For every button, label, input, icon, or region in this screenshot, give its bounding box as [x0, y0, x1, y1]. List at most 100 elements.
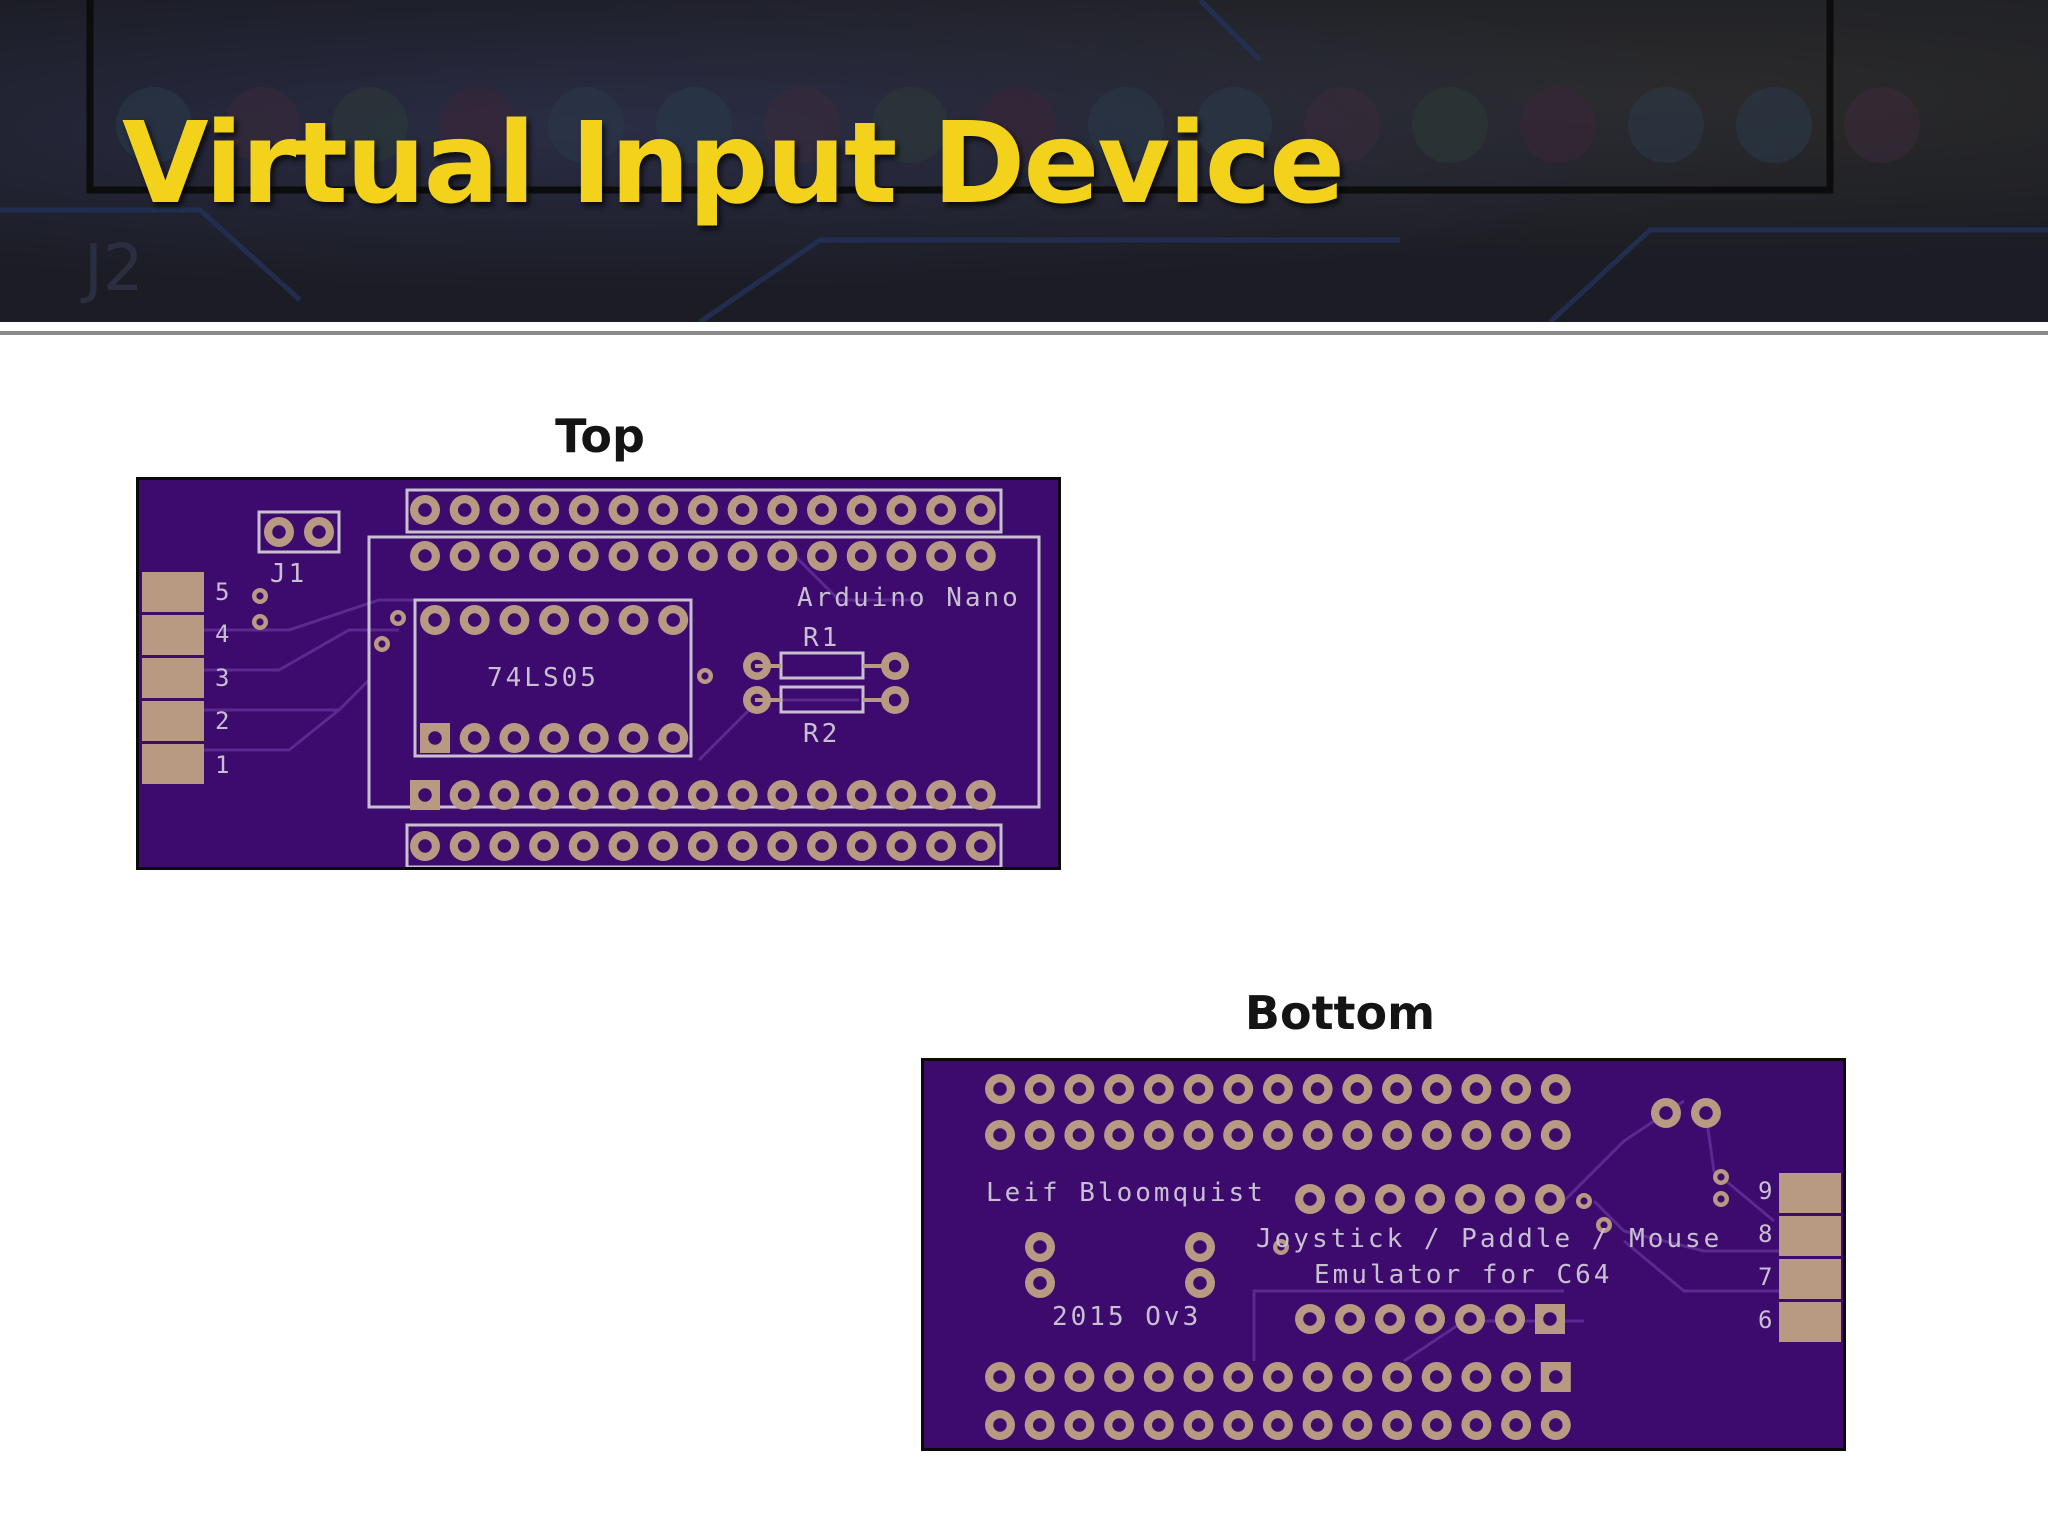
nano-pad-hole — [1191, 1370, 1206, 1384]
header-pad-hole — [1350, 1418, 1365, 1432]
pcb-bottom-art: Leif Bloomquist Joystick / Paddle / Mous… — [985, 1074, 1841, 1440]
header-pad-hole — [577, 503, 591, 517]
r2-pad-hole — [888, 693, 902, 707]
resistor-pad-hole — [1193, 1240, 1207, 1254]
header-pad-hole — [1231, 1418, 1245, 1432]
header-pad-hole — [815, 503, 829, 517]
silk-pin-1: 1 — [215, 751, 232, 779]
background-pad — [1628, 87, 1704, 163]
resistor-pad-hole — [1193, 1276, 1207, 1290]
edge-finger — [1779, 1216, 1841, 1256]
nano-pad-hole — [854, 549, 869, 563]
header-pad-hole — [1549, 1082, 1563, 1096]
nano-pad-hole — [934, 549, 948, 563]
title-banner: J2 Virtual Input Device — [0, 0, 2048, 322]
edge-finger — [142, 701, 204, 741]
nano-pad-hole — [1509, 1370, 1523, 1384]
silk-author: Leif Bloomquist — [986, 1178, 1266, 1208]
nano-pad-hole — [1350, 1370, 1365, 1384]
nano-pad-hole — [1271, 1128, 1285, 1142]
nano-pad-hole — [894, 549, 909, 563]
silk-pin-8: 8 — [1758, 1220, 1775, 1248]
silk-pin-3: 3 — [215, 664, 232, 692]
edge-finger — [1779, 1259, 1841, 1299]
bottom-board-caption: Bottom — [1244, 986, 1436, 1040]
chip-pad-hole — [1343, 1312, 1357, 1326]
nano-pad-hole — [418, 788, 432, 802]
silk-pin-4: 4 — [215, 620, 232, 648]
via-pad-hole — [1580, 1197, 1588, 1205]
nano-pad-hole — [934, 788, 948, 802]
header-pad-hole — [656, 839, 670, 853]
chip-pad-hole — [1503, 1312, 1517, 1326]
nano-pad-hole — [577, 788, 591, 802]
header-pad-hole — [735, 503, 750, 517]
chip-pad-hole — [428, 613, 442, 627]
nano-pad-hole — [656, 549, 670, 563]
nano-pad-hole — [1231, 1370, 1245, 1384]
header-pad-hole — [934, 839, 948, 853]
chip-pad-hole — [1543, 1312, 1557, 1326]
via-pad-hole — [378, 640, 386, 648]
background-pad — [1736, 87, 1812, 163]
header-pad-hole — [1390, 1082, 1404, 1096]
pcb-top-view: J1 Arduino Nano 74LS05 R1 R2 5 4 3 2 1 — [136, 477, 1061, 870]
header-pad-hole — [1271, 1082, 1285, 1096]
chip-pad-hole — [507, 613, 522, 627]
header-pad-hole — [854, 839, 869, 853]
chip-pad-hole — [1503, 1192, 1517, 1206]
via-pad-hole — [256, 592, 264, 600]
nano-pad-hole — [1032, 1128, 1047, 1142]
nano-pad-hole — [815, 788, 829, 802]
background-pad — [1304, 87, 1380, 163]
nano-pad-hole — [656, 788, 670, 802]
background-pad — [1844, 87, 1920, 163]
nano-pad-hole — [1271, 1370, 1285, 1384]
nano-pad-hole — [993, 1370, 1007, 1384]
background-pad — [1088, 87, 1164, 163]
j1-pad-hole — [1699, 1106, 1713, 1120]
nano-pad-hole — [1549, 1128, 1563, 1142]
pcb-top-art: J1 Arduino Nano 74LS05 R1 R2 5 4 3 2 1 — [142, 488, 1041, 867]
silk-j1: J1 — [270, 559, 307, 589]
header-pad-hole — [1112, 1082, 1126, 1096]
chip-pad-hole — [1303, 1312, 1317, 1326]
nano-pad-hole — [1549, 1370, 1563, 1384]
svg-text:J2: J2 — [80, 232, 144, 306]
header-pad-hole — [1072, 1418, 1087, 1432]
via-pad-hole — [1717, 1195, 1725, 1203]
header-pad-hole — [1469, 1418, 1484, 1432]
nano-pad-hole — [577, 549, 591, 563]
nano-pad-hole — [974, 788, 988, 802]
edge-finger — [1779, 1173, 1841, 1213]
via-pad-hole — [701, 672, 709, 680]
j1-pad-hole — [312, 525, 326, 539]
nano-pad-hole — [1469, 1370, 1484, 1384]
via-pad-hole — [1277, 1243, 1285, 1251]
header-pad-hole — [815, 839, 829, 853]
nano-pad-hole — [1429, 1370, 1444, 1384]
nano-pad-hole — [1390, 1370, 1404, 1384]
nano-pad-hole — [993, 1128, 1007, 1142]
header-pad-hole — [1509, 1082, 1523, 1096]
top-board-caption: Top — [555, 409, 645, 463]
chip-pad-hole — [587, 731, 601, 745]
nano-pad-hole — [775, 549, 790, 563]
nano-pad-hole — [696, 788, 710, 802]
title-divider-line — [0, 331, 2048, 335]
chip-pad-hole — [467, 613, 482, 627]
nano-pad-hole — [457, 549, 472, 563]
nano-pad-hole — [815, 549, 829, 563]
chip-pad-hole — [547, 613, 561, 627]
header-pad-hole — [1310, 1082, 1325, 1096]
pcb-bottom-pads — [985, 1074, 1729, 1440]
header-pad-hole — [1112, 1418, 1126, 1432]
chip-pad-hole — [1463, 1312, 1477, 1326]
background-pad — [116, 87, 192, 163]
pcb-top-outlines — [257, 488, 1041, 867]
nano-pad-hole — [1350, 1128, 1365, 1142]
silk-pin-7: 7 — [1758, 1263, 1775, 1291]
header-pad-hole — [934, 503, 948, 517]
nano-pad-hole — [418, 549, 432, 563]
nano-pad-hole — [457, 788, 472, 802]
